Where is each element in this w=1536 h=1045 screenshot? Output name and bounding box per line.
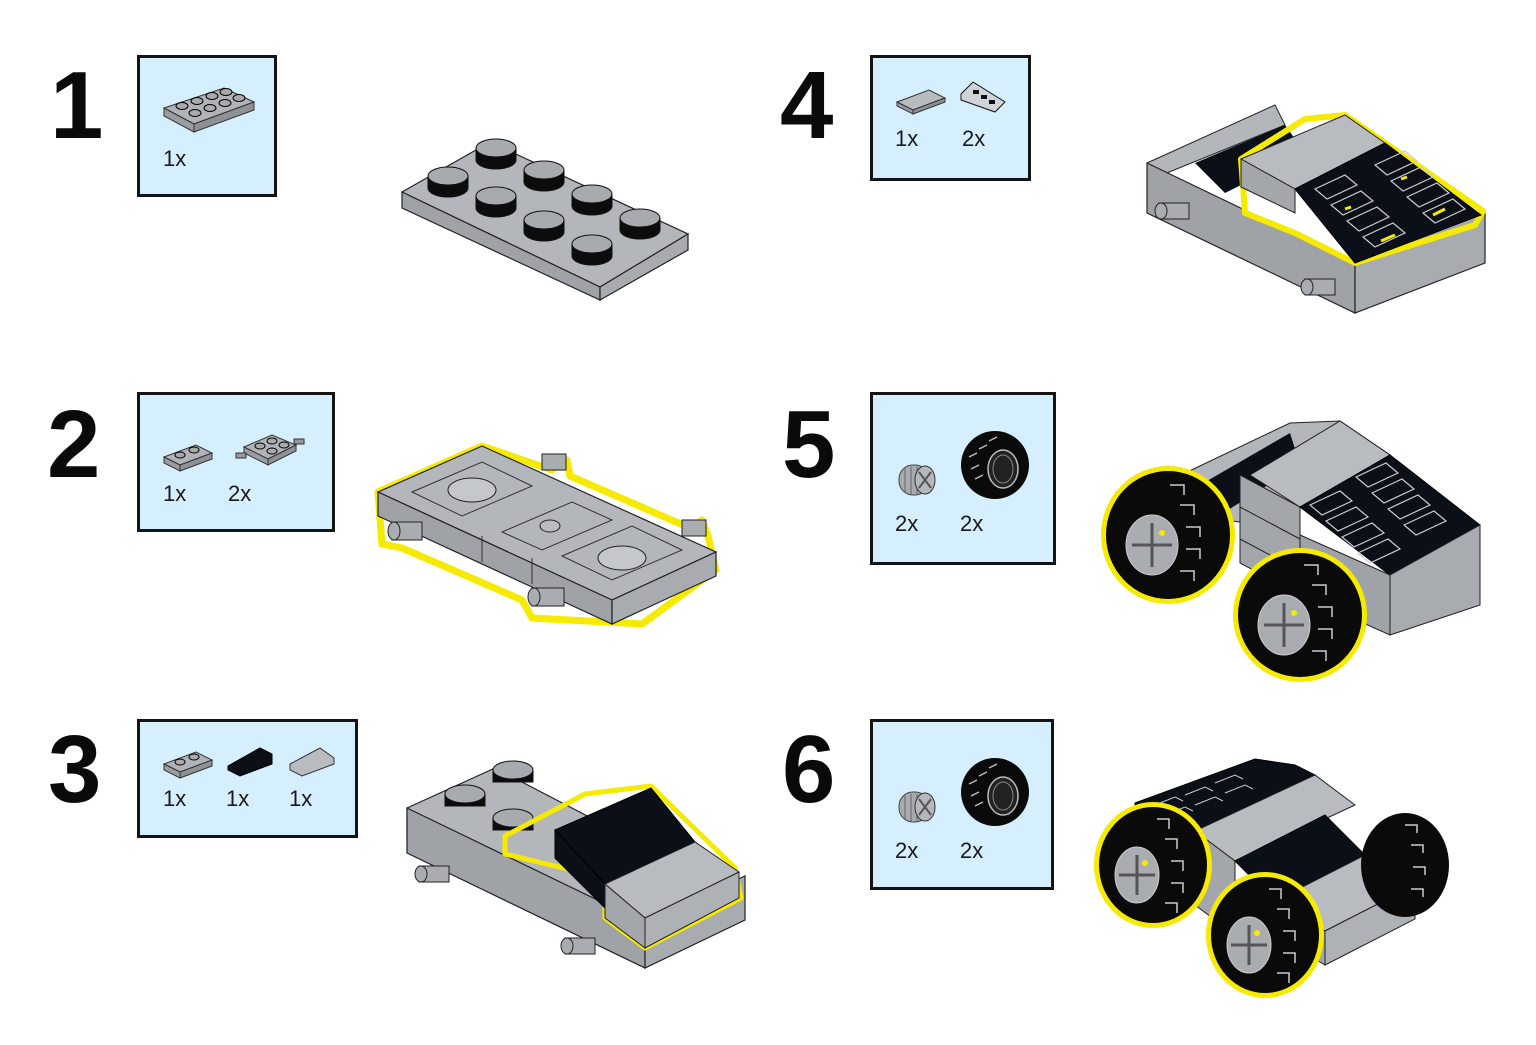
part-qty: 1x <box>289 786 313 811</box>
wheel-front-left <box>1094 802 1212 928</box>
parts-box-step-3: 1x 1x 1x <box>137 719 358 838</box>
step-5-model <box>1100 415 1490 682</box>
step-3-model <box>405 758 755 973</box>
step-1-model <box>400 132 690 302</box>
part-qty: 2x <box>960 838 984 863</box>
step-number-1: 1 <box>50 52 104 159</box>
tire-icon <box>959 427 1034 502</box>
parts-box-step-2: 1x 2x <box>137 392 335 532</box>
parts-box-step-6: 2x 2x <box>870 719 1054 890</box>
plate-2x4-icon <box>162 86 257 136</box>
step-4-model <box>1145 103 1490 318</box>
wheel-rim-icon <box>895 784 941 830</box>
part-qty: 2x <box>895 838 919 863</box>
part-qty: 1x <box>163 481 187 506</box>
part-qty: 1x <box>163 786 187 811</box>
part-qty: 2x <box>962 126 986 151</box>
step-6-model <box>1094 755 1465 1015</box>
wheel-back-right <box>1361 813 1449 917</box>
part-qty: 2x <box>960 511 984 536</box>
slope-gray-icon <box>288 744 338 780</box>
part-qty: 1x <box>895 126 919 151</box>
wheel-right <box>1233 548 1367 682</box>
parts-box-step-5: 2x 2x <box>870 392 1056 565</box>
step-2-model <box>372 440 732 640</box>
parts-box-step-4: 1x 2x <box>870 55 1031 181</box>
part-qty: 1x <box>163 146 187 171</box>
wheel-holder-plate-icon <box>235 431 306 471</box>
step-number-4: 4 <box>780 52 834 159</box>
step-number-6: 6 <box>782 716 836 823</box>
part-qty: 2x <box>895 511 919 536</box>
step-number-5: 5 <box>782 391 836 498</box>
plate-1x2-icon <box>162 750 214 780</box>
wheel-rim-icon <box>895 457 941 503</box>
parts-box-step-1: 1x <box>137 55 277 197</box>
wheel-left <box>1101 466 1235 604</box>
tire-icon <box>959 754 1034 829</box>
part-qty: 2x <box>228 481 252 506</box>
wheel-front-right <box>1206 872 1324 998</box>
part-qty: 1x <box>226 786 250 811</box>
step-number-3: 3 <box>48 716 102 823</box>
plate-1x2-icon <box>162 443 214 473</box>
tile-1x2-icon <box>895 88 947 116</box>
slope-grille-icon <box>959 78 1009 118</box>
slope-black-icon <box>226 744 276 780</box>
step-number-2: 2 <box>47 391 101 498</box>
